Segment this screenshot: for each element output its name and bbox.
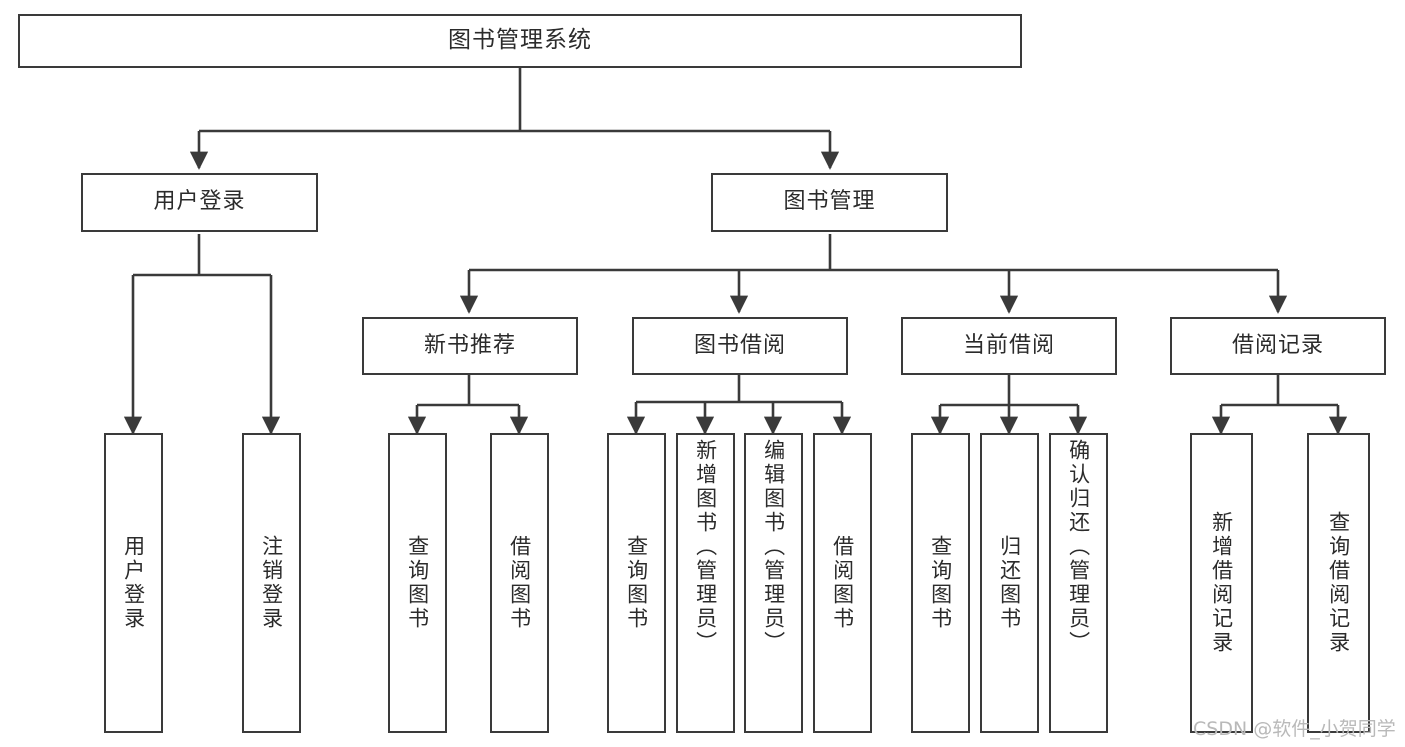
node-label: 编辑图书（管理员） (761, 439, 786, 655)
node-label: 图书管理 (783, 189, 876, 215)
node-label: 新增图书（管理员） (693, 439, 718, 655)
node-label: 图书管理系统 (448, 27, 592, 54)
node-label: 查询借阅记录 (1326, 511, 1351, 655)
node-current-borrowing[interactable]: 当前借阅 (901, 317, 1117, 375)
node-label: 用户登录 (153, 189, 246, 215)
node-label: 用户登录 (121, 535, 146, 631)
node-root-book-management-system[interactable]: 图书管理系统 (18, 14, 1022, 68)
node-label: 注销登录 (259, 535, 284, 631)
leaf-record-add-borrow-record[interactable]: 新增借阅记录 (1190, 433, 1253, 733)
node-label: 借阅图书 (830, 535, 855, 631)
node-borrowing-record[interactable]: 借阅记录 (1170, 317, 1386, 375)
node-label: 归还图书 (997, 535, 1022, 631)
node-label: 借阅记录 (1231, 332, 1324, 358)
leaf-borrow-query-books[interactable]: 查询图书 (607, 433, 666, 733)
leaf-borrow-borrow-books[interactable]: 借阅图书 (813, 433, 872, 733)
leaf-newbook-borrow-books[interactable]: 借阅图书 (490, 433, 549, 733)
node-label: 查询图书 (405, 535, 430, 631)
leaf-borrow-add-book-admin[interactable]: 新增图书（管理员） (676, 433, 735, 733)
node-label: 确认归还（管理员） (1066, 439, 1091, 655)
node-new-book-recommendation[interactable]: 新书推荐 (362, 317, 578, 375)
leaf-current-return-books[interactable]: 归还图书 (980, 433, 1039, 733)
leaf-newbook-query-books[interactable]: 查询图书 (388, 433, 447, 733)
node-label: 图书借阅 (693, 332, 786, 358)
leaf-user-login-signin[interactable]: 用户登录 (104, 433, 163, 733)
node-label: 查询图书 (928, 535, 953, 631)
node-label: 新增借阅记录 (1209, 511, 1234, 655)
node-book-borrowing[interactable]: 图书借阅 (632, 317, 848, 375)
leaf-user-login-signout[interactable]: 注销登录 (242, 433, 301, 733)
leaf-borrow-edit-book-admin[interactable]: 编辑图书（管理员） (744, 433, 803, 733)
node-user-login[interactable]: 用户登录 (81, 173, 318, 232)
node-book-management[interactable]: 图书管理 (711, 173, 948, 232)
leaf-current-query-books[interactable]: 查询图书 (911, 433, 970, 733)
leaf-record-query-borrow-record[interactable]: 查询借阅记录 (1307, 433, 1370, 733)
node-label: 新书推荐 (423, 332, 516, 358)
node-label: 查询图书 (624, 535, 649, 631)
node-label: 借阅图书 (507, 535, 532, 631)
leaf-current-confirm-return-admin[interactable]: 确认归还（管理员） (1049, 433, 1108, 733)
csdn-watermark: CSDN @软件_小贺同学 (1193, 718, 1396, 740)
node-label: 当前借阅 (962, 332, 1055, 358)
